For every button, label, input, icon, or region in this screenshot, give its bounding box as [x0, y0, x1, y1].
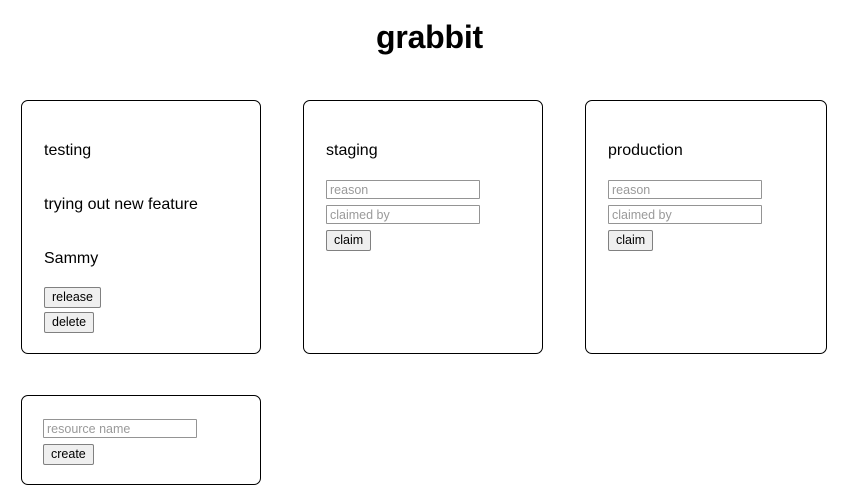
resource-card-production: production claim — [585, 100, 827, 354]
resource-card-staging: staging claim — [303, 100, 543, 354]
page-title: grabbit — [375, 19, 484, 55]
resource-card-testing: testing trying out new feature Sammy rel… — [21, 100, 261, 354]
delete-button[interactable]: delete — [44, 312, 95, 333]
release-button[interactable]: release — [44, 287, 101, 308]
reason-input[interactable] — [326, 180, 480, 199]
claim-button[interactable]: claim — [326, 230, 372, 251]
claimed-by-input[interactable] — [608, 205, 762, 224]
create-resource-card: create — [21, 395, 261, 485]
resource-name-input[interactable] — [43, 419, 197, 438]
resource-reason-text: trying out new feature — [44, 196, 198, 213]
resource-name-label: staging — [326, 142, 378, 159]
reason-input[interactable] — [608, 180, 762, 199]
create-button[interactable]: create — [43, 444, 94, 465]
resource-name-label: testing — [44, 142, 92, 159]
claim-button[interactable]: claim — [608, 230, 654, 251]
claimed-by-input[interactable] — [326, 205, 480, 224]
resource-claimed-by-text: Sammy — [44, 250, 99, 267]
resource-name-label: production — [608, 142, 683, 159]
